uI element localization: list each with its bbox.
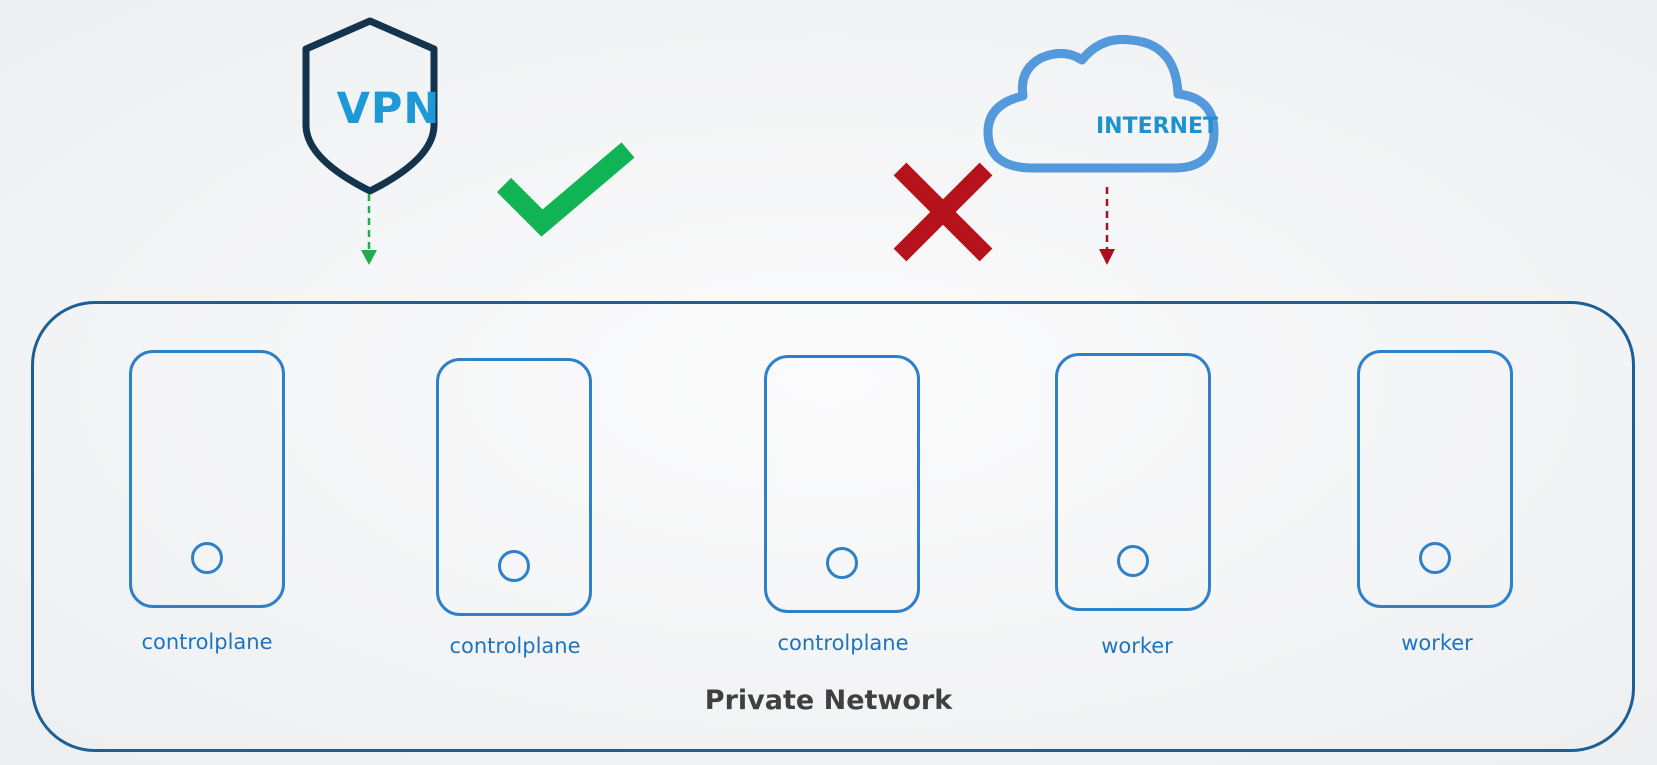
node-label: controlplane [141,630,273,654]
node-label: worker [1101,634,1173,658]
cloud-icon [983,34,1219,173]
internet-arrow [1099,187,1115,265]
node-indicator-icon [191,542,223,574]
node-controlplane-1 [129,350,285,608]
internet-label: INTERNET [1095,114,1219,139]
node-worker-1 [1055,353,1211,611]
node-indicator-icon [498,550,530,582]
node-label: worker [1401,631,1473,655]
node-worker-2 [1357,350,1513,608]
node-label: controlplane [449,634,581,658]
vpn-label: VPN [336,84,441,134]
private-network-boundary [31,301,1635,752]
node-indicator-icon [826,547,858,579]
node-label: controlplane [777,631,909,655]
private-network-label: Private Network [704,685,953,716]
x-icon [893,162,993,262]
node-controlplane-2 [436,358,592,616]
node-indicator-icon [1419,542,1451,574]
shield-icon [302,17,438,195]
vpn-arrow [361,194,377,265]
check-icon [496,142,635,237]
node-controlplane-3 [764,355,920,613]
node-indicator-icon [1117,545,1149,577]
